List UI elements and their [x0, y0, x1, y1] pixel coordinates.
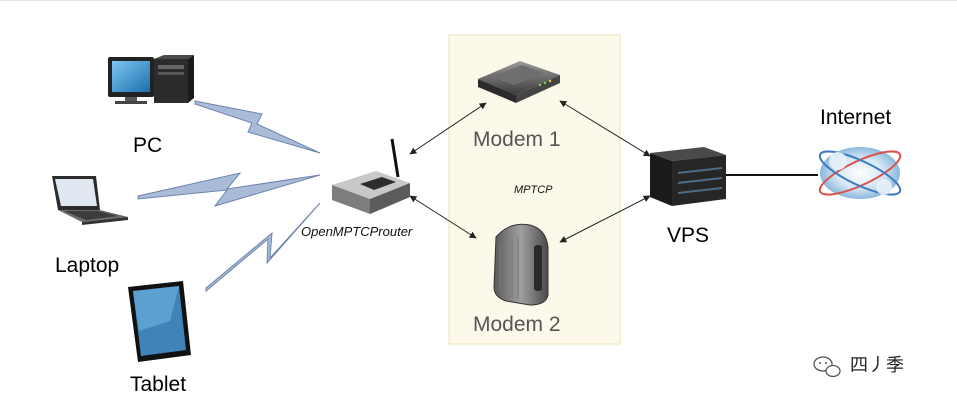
internet-globe-icon: [818, 147, 902, 199]
mptcp-label: MPTCP: [514, 184, 553, 196]
laptop-icon: [52, 176, 128, 225]
vps-label: VPS: [667, 224, 710, 247]
arrow-modem1-vps: [559, 100, 651, 157]
arrow-router-modem2: [409, 195, 477, 239]
tablet-label: Tablet: [130, 373, 187, 396]
arrow-modem2-vps: [559, 195, 651, 243]
wireless-link-pc: [194, 100, 321, 154]
wireless-link-tablet: [205, 202, 321, 293]
laptop-label: Laptop: [55, 254, 120, 277]
arrow-router-modem1: [409, 102, 487, 155]
watermark-text: 四丿季: [850, 355, 904, 376]
internet-label: Internet: [820, 106, 892, 129]
pc-label: PC: [133, 134, 163, 157]
modem2-icon: [493, 223, 549, 306]
pc-icon: [108, 55, 194, 104]
tablet-icon: [128, 281, 191, 362]
modem1-label: Modem 1: [473, 128, 561, 151]
router-icon: [332, 138, 410, 214]
modem1-icon: [478, 61, 560, 103]
wireless-link-laptop: [137, 172, 321, 207]
modem2-label: Modem 2: [473, 313, 561, 336]
vps-server-icon: [650, 147, 726, 206]
watermark: 四丿季: [810, 351, 904, 377]
wechat-icon: [813, 356, 841, 378]
router-label: OpenMPTCProuter: [301, 224, 413, 239]
